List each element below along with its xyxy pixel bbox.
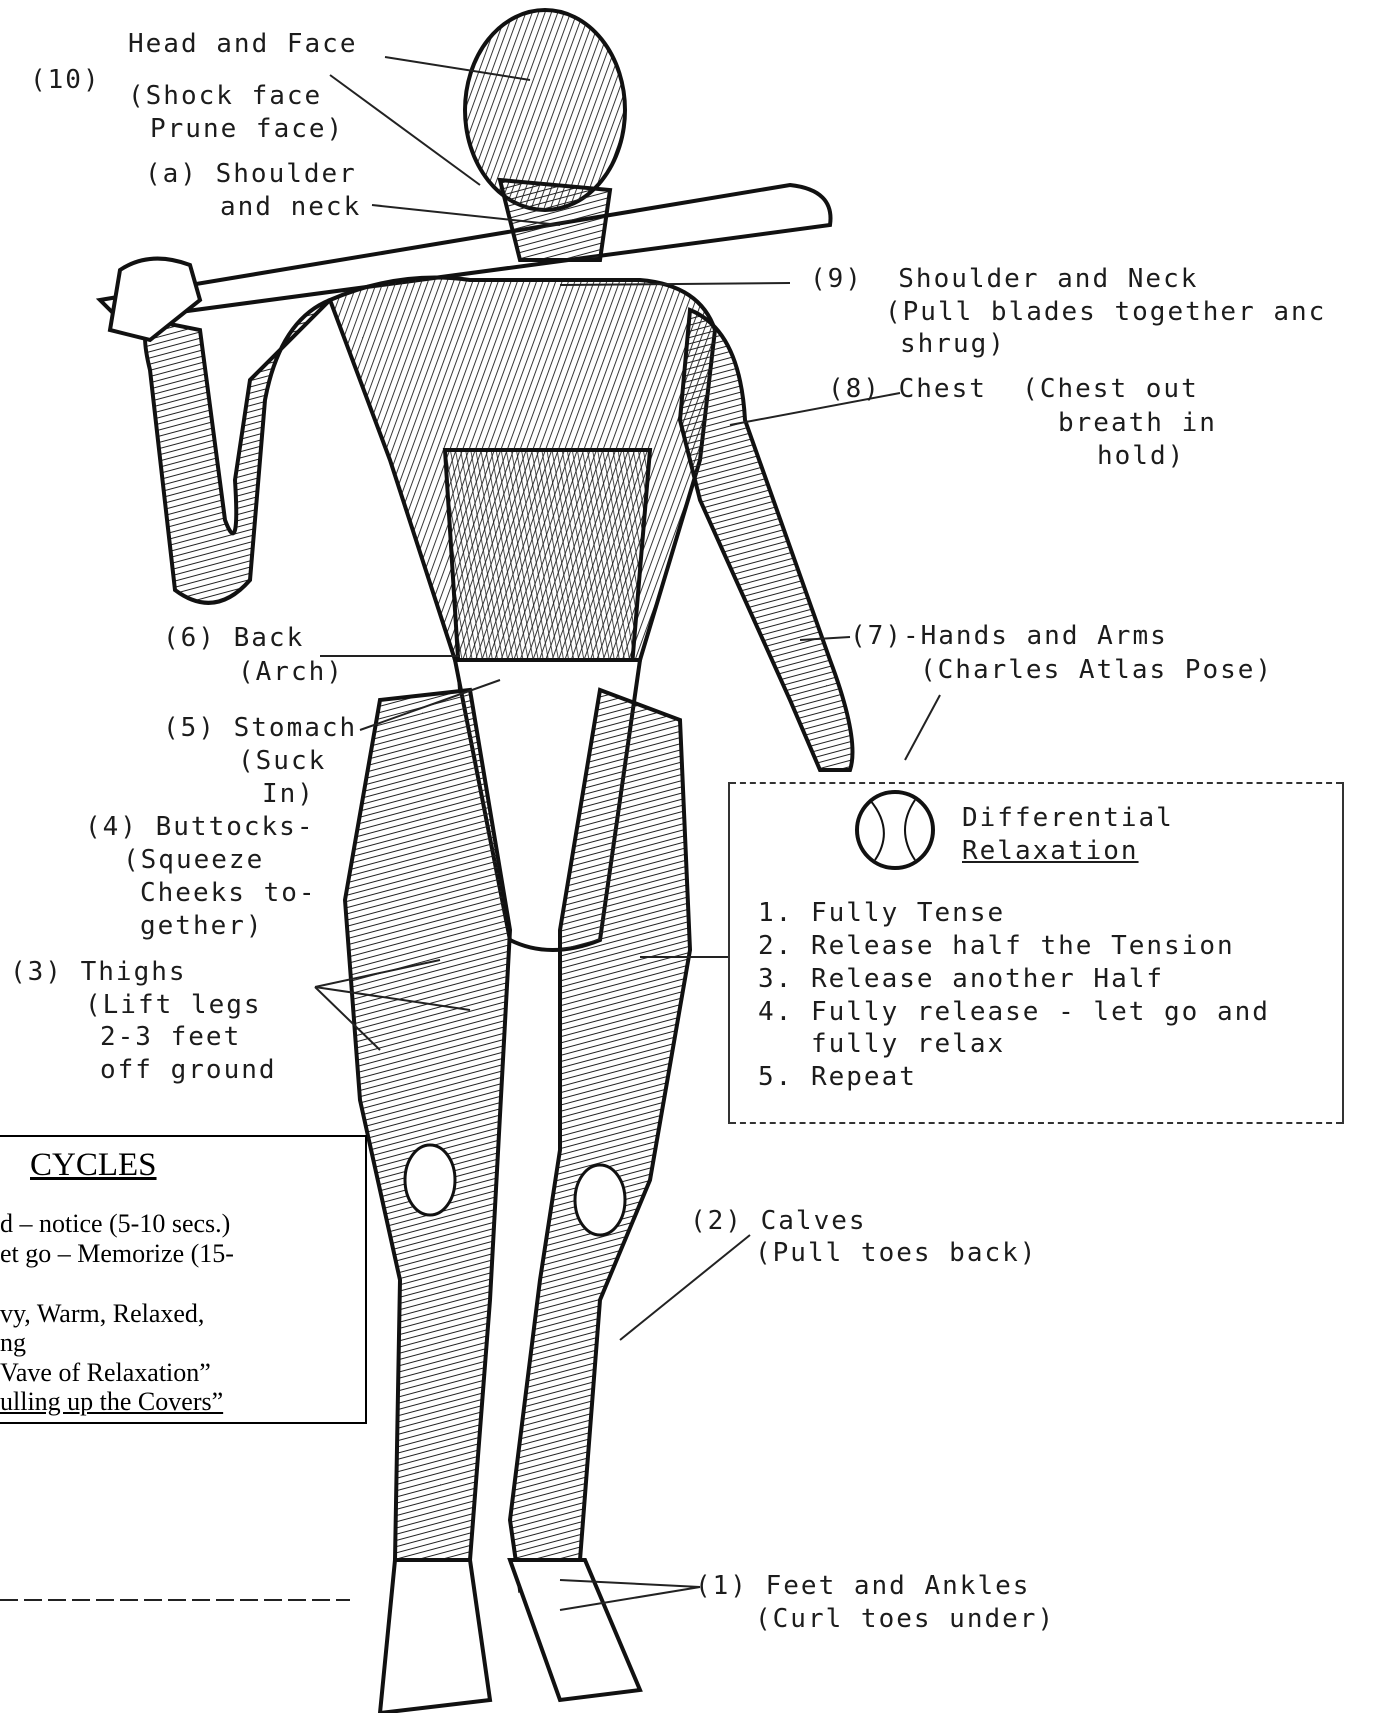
differential-step-2: 2. Release half the Tension bbox=[758, 930, 1235, 963]
differential-step-4: 4. Fully release - let go and bbox=[758, 996, 1270, 1029]
cycles-line-5: Vave of Relaxation” bbox=[0, 1359, 211, 1386]
differential-step-4-cont: fully relax bbox=[758, 1028, 1005, 1061]
cycles-line-4: ng bbox=[0, 1329, 26, 1356]
cycles-line-6: ulling up the Covers” bbox=[0, 1388, 223, 1415]
chest-8-line3: hold) bbox=[1097, 440, 1185, 473]
chest-8-line2: breath in bbox=[1058, 407, 1217, 440]
cycles-box: CYCLES d – notice (5-10 secs.) et go – M… bbox=[0, 1135, 367, 1424]
cycles-line-1: d – notice (5-10 secs.) bbox=[0, 1210, 230, 1237]
shoulder-neck-9-line1: (9) Shoulder and Neck bbox=[810, 263, 1198, 296]
thighs-3-line4: off ground bbox=[100, 1054, 277, 1087]
cycles-title: CYCLES bbox=[30, 1147, 157, 1184]
shoulder-neck-9-line3: shrug) bbox=[900, 328, 1006, 361]
back-6-line1: (6) Back bbox=[163, 622, 304, 655]
back-6-line2: (Arch) bbox=[238, 656, 344, 689]
cycles-line-2: et go – Memorize (15- bbox=[0, 1240, 234, 1267]
box-top-border bbox=[730, 782, 1342, 784]
hands-arms-7-line2: (Charles Atlas Pose) bbox=[920, 654, 1273, 687]
hands-arms-7-line1: (7)-Hands and Arms bbox=[850, 620, 1168, 653]
differential-title-2: Relaxation bbox=[962, 835, 1139, 868]
thighs-3-line3: 2-3 feet bbox=[100, 1021, 241, 1054]
differential-title-1: Differential bbox=[962, 802, 1174, 835]
stomach-5-line1: (5) Stomach bbox=[163, 712, 357, 745]
differential-step-1: 1. Fully Tense bbox=[758, 897, 1005, 930]
shoulder-neck-9-line2: (Pull blades together anc bbox=[885, 296, 1326, 329]
differential-step-3: 3. Release another Half bbox=[758, 963, 1164, 996]
buttocks-4-line1: (4) Buttocks- bbox=[85, 811, 315, 844]
thighs-3-line1: (3) Thighs bbox=[10, 956, 187, 989]
buttocks-4-line3: Cheeks to- bbox=[140, 877, 317, 910]
shoulder-neck-a-line1: (a) Shoulder bbox=[145, 158, 357, 191]
buttocks-4-line4: gether) bbox=[140, 910, 264, 943]
stomach-5-line3: In) bbox=[262, 778, 315, 811]
head-face-note-2: Prune face) bbox=[150, 113, 344, 146]
stomach-5-line2: (Suck bbox=[238, 745, 326, 778]
cycles-line-3: vy, Warm, Relaxed, bbox=[0, 1300, 204, 1327]
thighs-3-line2: (Lift legs bbox=[85, 989, 262, 1022]
head-face-number: (10) bbox=[30, 64, 101, 97]
box-bottom-border bbox=[730, 1122, 1342, 1124]
calves-2-line2: (Pull toes back) bbox=[755, 1237, 1037, 1270]
shoulder-neck-a-line2: and neck bbox=[220, 191, 361, 224]
feet-1-line1: (1) Feet and Ankles bbox=[695, 1570, 1030, 1603]
feet-1-line2: (Curl toes under) bbox=[755, 1603, 1055, 1636]
differential-step-5: 5. Repeat bbox=[758, 1061, 917, 1094]
calves-2-line1: (2) Calves bbox=[690, 1205, 867, 1238]
head-face-note-1: (Shock face bbox=[128, 80, 322, 113]
buttocks-4-line2: (Squeeze bbox=[123, 844, 264, 877]
head-face-title: Head and Face bbox=[128, 28, 358, 61]
chest-8-line1: (8) Chest (Chest out bbox=[828, 373, 1199, 406]
